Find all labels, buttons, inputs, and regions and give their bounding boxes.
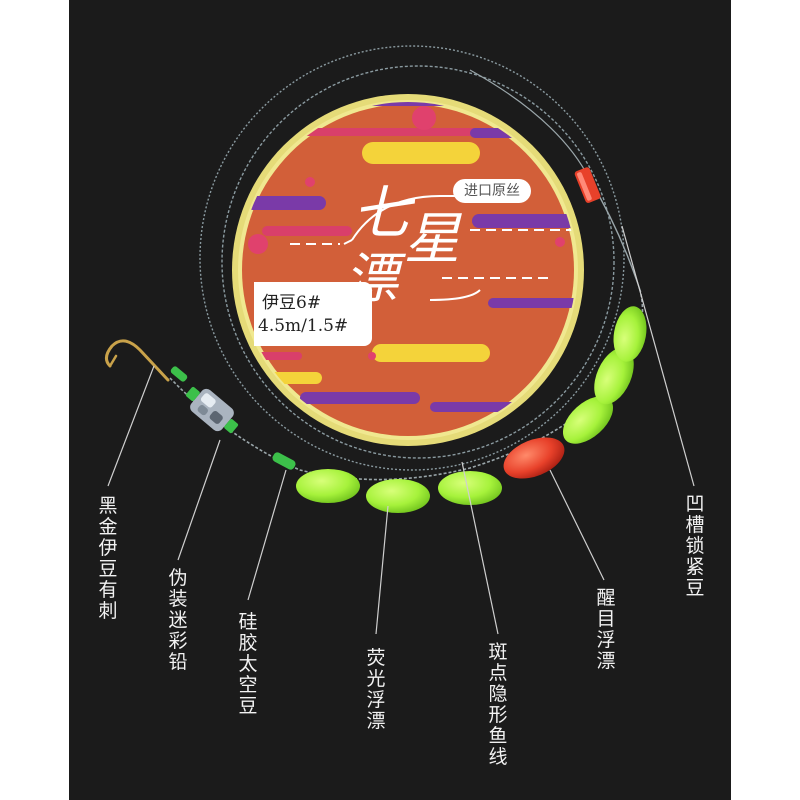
callout-silicone: 硅胶太空豆: [238, 611, 258, 717]
camouflage-weight: [185, 386, 239, 434]
imported-yarn-badge: 进口原丝: [453, 179, 531, 203]
hook: [105, 339, 170, 382]
spool: [232, 94, 584, 446]
spool-title-char-1: 七: [352, 179, 411, 247]
leader-lines: [107, 225, 695, 635]
eye-catching-float: [503, 437, 565, 479]
callout-line: 斑点隐形鱼线: [488, 641, 508, 768]
callout-weight: 伪装迷彩铅: [168, 567, 188, 673]
coiled-line: [199, 45, 625, 471]
fluorescent-floats: [296, 306, 647, 513]
hook-sleeve: [170, 366, 188, 382]
spec-card: 伊豆6# 4.5m/1.5#: [254, 282, 372, 346]
spool-title-char-2: 星: [404, 207, 460, 272]
spec-line-2: 4.5m/1.5#: [258, 316, 349, 336]
callout-lock-bean: 凹槽锁紧豆: [685, 493, 705, 599]
callout-hook: 黑金伊豆有刺: [98, 495, 118, 622]
lock-bean: [574, 167, 601, 203]
callout-fluorescent: 荧光浮漂: [366, 647, 386, 732]
silicone-bean: [272, 452, 296, 470]
spec-line-1: 伊豆6#: [262, 293, 322, 313]
callout-eye-float: 醒目浮漂: [596, 587, 616, 672]
